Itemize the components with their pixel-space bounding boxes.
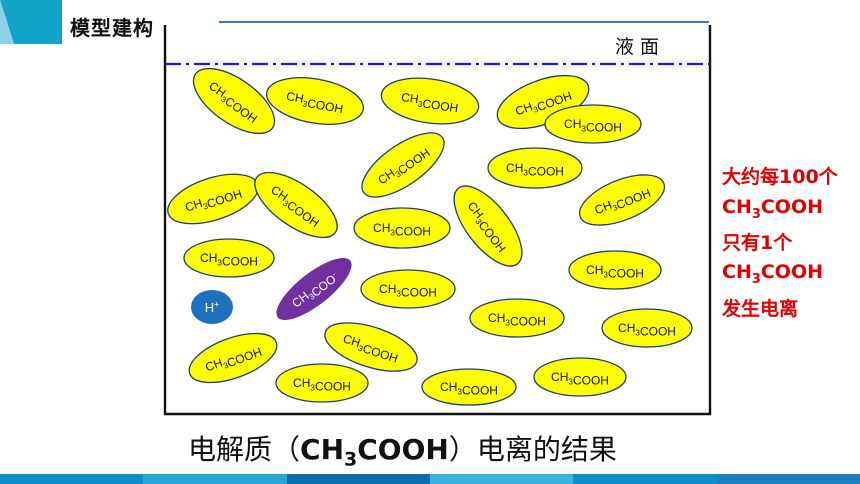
hydrogen-formula: H+: [205, 299, 220, 315]
molecule-ellipse: [544, 104, 642, 144]
ionization-note: 大约每100个 CH3COOH 只有1个 CH3COOH 发生电离: [722, 163, 860, 324]
molecule-formula: CH3COOH: [513, 86, 573, 122]
figure-caption: 电解质（CH3COOH）电离的结果: [188, 433, 617, 471]
molecule-ellipse: [361, 132, 445, 198]
molecule-formula: CH3COOH: [564, 117, 622, 134]
molecule-formula: CH3COOH: [373, 221, 431, 238]
beaker-walls: [163, 25, 712, 416]
molecule-formula: CH3COOH: [200, 251, 258, 268]
molecule-formula: CH3COOH: [400, 90, 460, 115]
liquid-surface-label: 液 面: [615, 36, 659, 58]
note-line-4: CH3COOH: [722, 261, 823, 288]
molecule-ellipse: [353, 207, 451, 249]
page-title: 模型建构: [70, 16, 154, 40]
molecule-formula: CH3COOH: [285, 89, 345, 116]
bottom-bar-segment: [143, 474, 287, 484]
header-rule: [219, 21, 709, 23]
acetic-acid-molecule: CH3COOH: [469, 298, 565, 338]
acetic-acid-molecule: CH3COOH: [601, 308, 693, 348]
acetic-acid-molecule: CH3COOH: [380, 77, 480, 125]
acetic-acid-molecule: CH3COOH: [167, 173, 259, 225]
molecule-formula: CH3COOH: [183, 183, 243, 217]
molecule-formula: CH3COOH: [203, 342, 263, 378]
note-line-1: 大约每100个: [722, 166, 838, 188]
acetic-acid-molecule: CH3COOH: [578, 174, 666, 226]
molecule-ellipse: [324, 322, 418, 372]
note-line-2: CH3COOH: [722, 195, 823, 222]
acetic-acid-molecule: CH3COOH: [360, 269, 456, 309]
hydrogen-circle: [191, 290, 233, 324]
acetate-ion: CH3COO-: [276, 257, 352, 321]
molecule-formula: CH3COOH: [293, 376, 351, 393]
corner-tab-fold: [0, 0, 14, 44]
molecule-formula: CH3COOH: [340, 331, 400, 365]
molecule-formula: CH3COOH: [488, 311, 546, 328]
molecule-formula: CH3COOH: [618, 321, 676, 338]
acetic-acid-molecule: CH3COOH: [453, 185, 523, 267]
acetic-acid-molecule: CH3COOH: [568, 250, 662, 290]
molecule-ellipse: [275, 363, 369, 403]
molecule-formula: CH3COOH: [551, 370, 609, 387]
bottom-bar-segment: [716, 474, 860, 484]
bottom-bar-segment: [286, 474, 430, 484]
bottom-decor-bar: [0, 474, 860, 484]
molecule-ellipse: [192, 67, 276, 135]
molecule-ellipse: [421, 368, 517, 406]
molecule-ellipse: [469, 298, 565, 338]
molecule-formula: CH3COOH: [379, 282, 437, 299]
molecule-ellipse: [568, 250, 662, 290]
molecule-ellipse: [487, 147, 583, 189]
bottom-bar-segment: [573, 474, 717, 484]
hydrogen-ion: H+: [191, 290, 233, 324]
acetic-acid-molecule: CH3COOH: [265, 77, 365, 125]
acetic-acid-molecule: CH3COOH: [183, 238, 275, 278]
acetic-acid-molecule: CH3COOH: [487, 147, 583, 189]
corner-tab-shape: [0, 0, 62, 44]
acetic-acid-molecule: CH3COOH: [324, 322, 418, 372]
acetic-acid-molecule: CH3COOH: [192, 67, 276, 135]
acetic-acid-molecule: CH3COOH: [361, 132, 445, 198]
acetic-acid-molecule: CH3COOH: [544, 104, 642, 144]
molecule-ellipse: [533, 357, 627, 397]
molecule-formula: CH3COOH: [462, 199, 511, 255]
acetate-formula: CH3COO-: [289, 267, 341, 313]
acetic-acid-molecule: CH3COOH: [353, 207, 451, 249]
molecule-ellipse: [601, 308, 693, 348]
molecule-formula: CH3COOH: [506, 161, 564, 178]
acetate-ellipse: [276, 257, 352, 321]
acetic-acid-molecule: CH3COOH: [533, 357, 627, 397]
corner-tab-icon: [0, 0, 62, 44]
molecule-ellipse: [360, 269, 456, 309]
molecule-formula: CH3COOH: [440, 380, 498, 397]
bottom-bar-segment: [0, 474, 144, 484]
acetic-acid-molecule: CH3COOH: [275, 363, 369, 403]
molecule-formula: CH3COOH: [375, 143, 432, 190]
molecule-ellipse: [578, 174, 666, 226]
bottom-bar-segment: [429, 474, 574, 484]
molecule-ellipse: [380, 77, 480, 125]
molecule-ellipse: [188, 332, 278, 384]
acetic-acid-molecule: CH3COOH: [188, 332, 278, 384]
note-line-5: 发生电离: [722, 297, 799, 320]
molecule-ellipse: [183, 238, 275, 278]
molecule-ellipse: [453, 185, 523, 267]
acetic-acid-molecule: CH3COOH: [421, 368, 517, 406]
molecule-formula: CH3COOH: [586, 263, 644, 280]
molecule-ellipse: [265, 77, 365, 125]
acetic-acid-molecule: CH3COOH: [254, 171, 338, 239]
molecule-ellipse: [254, 171, 338, 239]
note-line-3: 只有1个: [722, 231, 793, 254]
